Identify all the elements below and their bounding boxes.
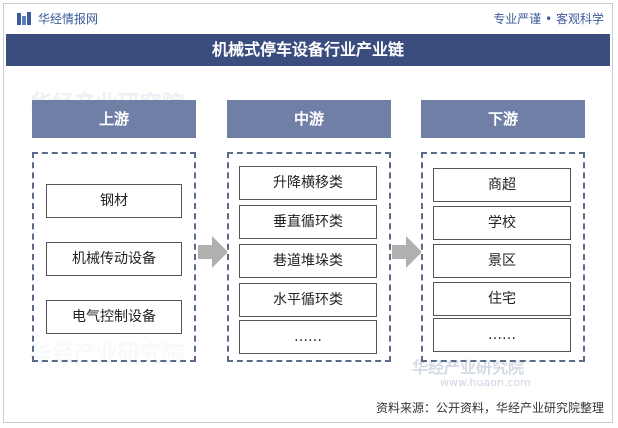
list-item: 垂直循环类: [239, 205, 377, 239]
list-item: 电气控制设备: [46, 300, 182, 334]
list-item: 机械传动设备: [46, 242, 182, 276]
arrow-right-icon: [198, 236, 228, 268]
source-note: 资料来源：公开资料，华经产业研究院整理: [375, 401, 604, 415]
list-item: 商超: [433, 168, 571, 202]
list-item: 水平循环类: [239, 283, 377, 317]
brand-name: 华经情报网: [38, 12, 99, 26]
column-box-downstream: 商超 学校 景区 住宅 ……: [421, 152, 585, 362]
list-item: 住宅: [433, 282, 571, 316]
page-title: 机械式停车设备行业产业链: [6, 34, 610, 66]
column-box-midstream: 升降横移类 垂直循环类 巷道堆垛类 水平循环类 ……: [227, 152, 391, 362]
logo-icon: [17, 12, 31, 25]
column-header-downstream: 下游: [421, 100, 585, 138]
watermark-url: www.huaon.com: [440, 376, 531, 389]
list-item: 学校: [433, 206, 571, 240]
column-header-midstream: 中游: [227, 100, 391, 138]
list-item: 钢材: [46, 184, 182, 218]
list-item: 巷道堆垛类: [239, 244, 377, 278]
column-box-upstream: 钢材 机械传动设备 电气控制设备: [32, 152, 196, 362]
top-bar: 华经情报网 专业严谨 • 客观科学: [8, 6, 610, 32]
list-item: 景区: [433, 244, 571, 278]
outer-frame: [3, 3, 613, 423]
list-item: ……: [433, 318, 571, 352]
slogan: 专业严谨 • 客观科学: [493, 12, 604, 26]
column-header-upstream: 上游: [32, 100, 196, 138]
watermark-text: 华经产业研究院: [412, 358, 525, 377]
list-item: 升降横移类: [239, 166, 377, 200]
arrow-right-icon: [392, 236, 422, 268]
list-item: ……: [239, 320, 377, 354]
